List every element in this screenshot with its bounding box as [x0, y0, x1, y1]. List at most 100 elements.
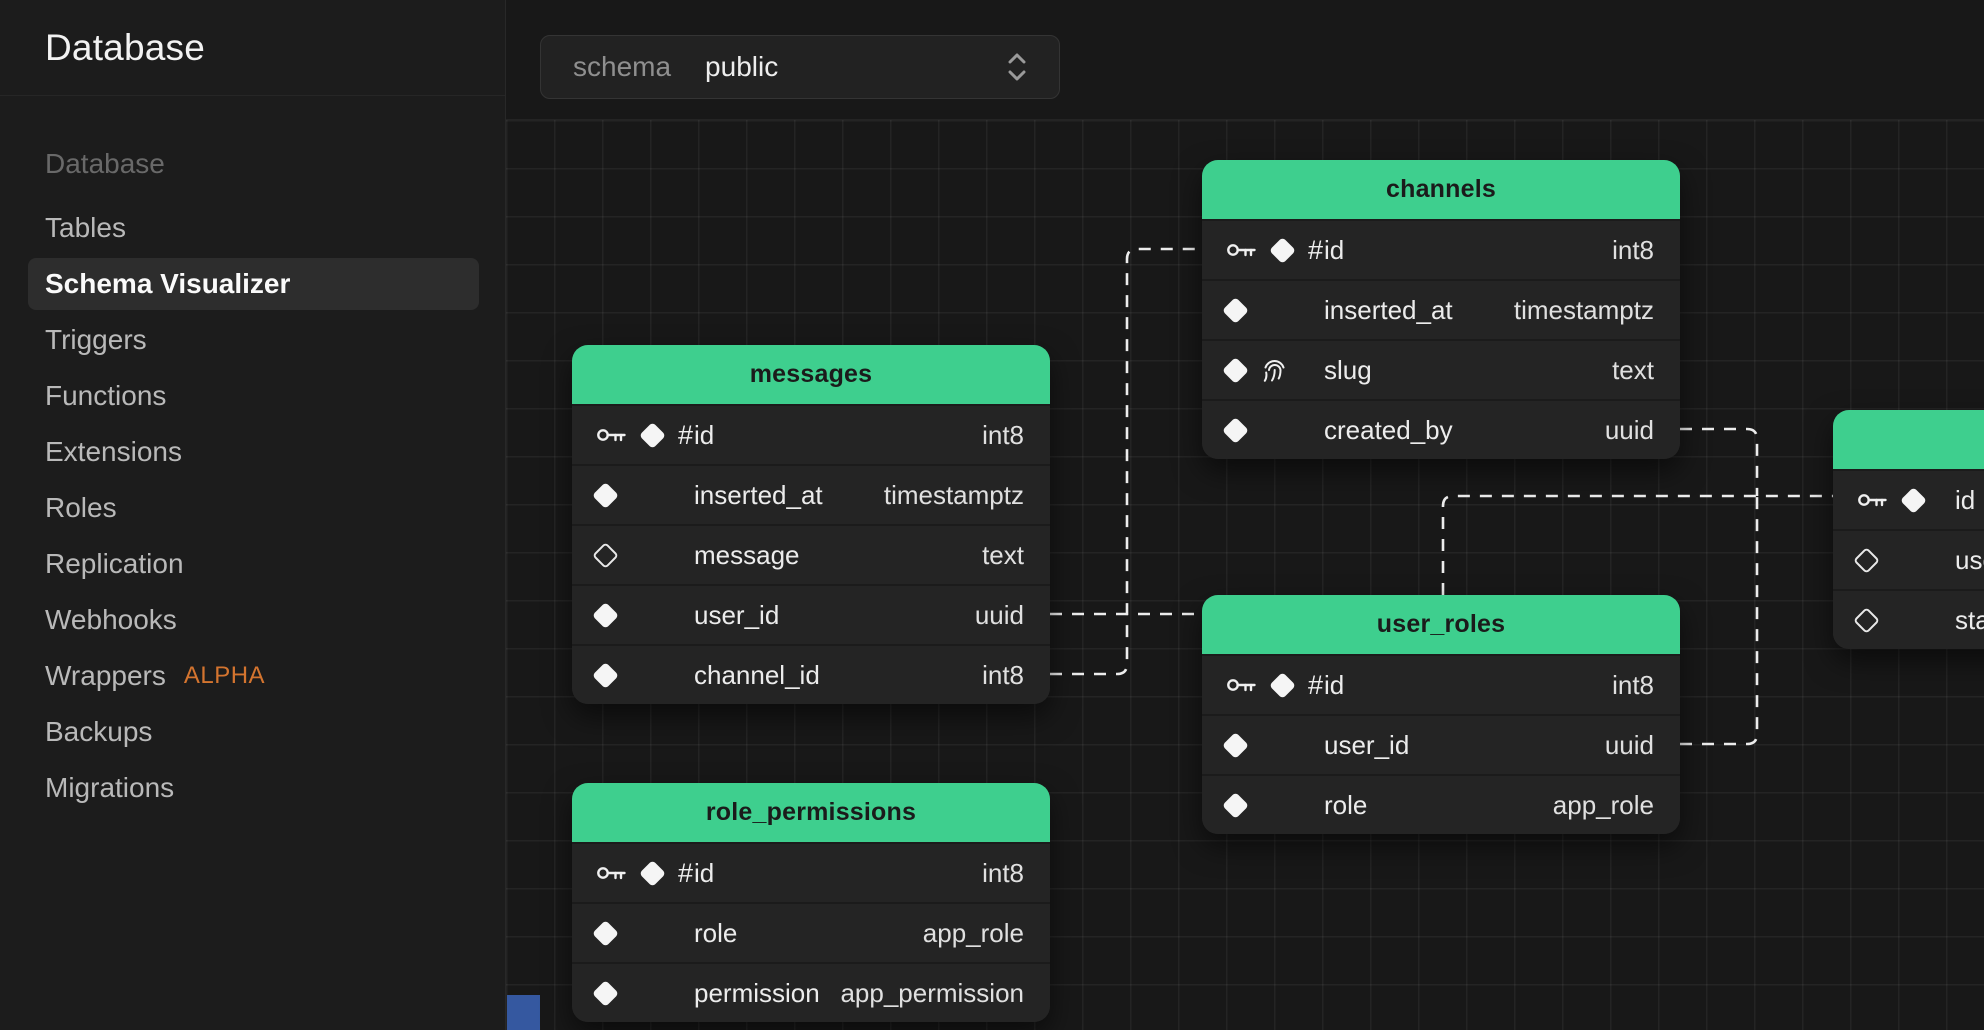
column-icons	[592, 601, 694, 629]
table-node-clipped[interactable]: idusesta	[1833, 410, 1984, 649]
not-null-diamond-icon	[1269, 236, 1296, 264]
not-null-diamond-icon	[1222, 416, 1249, 444]
sidebar-item-roles[interactable]: Roles	[0, 480, 505, 536]
not-null-diamond-icon	[1222, 296, 1249, 324]
table-column-row: role app_role	[1202, 774, 1680, 834]
sidebar-item-label: Schema Visualizer	[45, 268, 291, 299]
alpha-badge: ALPHA	[183, 662, 266, 689]
nullable-diamond-icon	[592, 541, 619, 569]
column-name: role	[694, 917, 738, 948]
table-node-title: channels	[1202, 160, 1680, 219]
column-icons	[1222, 296, 1324, 324]
sidebar-item-label: Tables	[45, 212, 126, 243]
column-type: uuid	[1604, 729, 1654, 760]
column-icons	[592, 481, 694, 509]
unique-fingerprint-icon	[1261, 357, 1288, 384]
sidebar-item-functions[interactable]: Functions	[0, 368, 505, 424]
column-name: permission	[694, 977, 820, 1008]
sidebar-item-replication[interactable]: Replication	[0, 536, 505, 592]
column-name: id	[694, 857, 715, 888]
column-icons	[592, 979, 694, 1007]
sidebar-item-label: Extensions	[45, 436, 182, 467]
column-name: slug	[1324, 354, 1372, 385]
table-node-title	[1833, 410, 1984, 469]
schema-select[interactable]: schema public	[540, 35, 1060, 99]
column-icons	[1222, 731, 1324, 759]
sidebar-item-database[interactable]: Database	[0, 136, 505, 192]
column-icons	[1853, 546, 1955, 574]
column-type: text	[1612, 354, 1654, 385]
column-name: id	[1324, 669, 1345, 700]
canvas-toolbar: schema public	[506, 0, 1984, 120]
not-null-diamond-icon	[592, 481, 619, 509]
sidebar-item-extensions[interactable]: Extensions	[0, 424, 505, 480]
sidebar-item-tables[interactable]: Tables	[0, 200, 505, 256]
sidebar-item-migrations[interactable]: Migrations	[0, 760, 505, 816]
table-node-title: messages	[572, 345, 1050, 404]
table-column-row: user_id uuid	[1202, 714, 1680, 774]
sidebar-item-webhooks[interactable]: Webhooks	[0, 592, 505, 648]
not-null-diamond-icon	[1269, 671, 1296, 699]
sidebar-item-label: Replication	[45, 548, 184, 579]
column-icons	[1853, 606, 1955, 634]
column-icons: #	[596, 419, 694, 450]
column-type: app_role	[1552, 789, 1654, 820]
column-name: inserted_at	[1324, 294, 1453, 325]
sidebar-item-triggers[interactable]: Triggers	[0, 312, 505, 368]
column-icons	[592, 661, 694, 689]
not-null-diamond-icon	[1900, 486, 1927, 514]
table-column-row: id	[1833, 469, 1984, 529]
column-name: role	[1324, 789, 1368, 820]
table-column-row: role app_role	[572, 902, 1050, 962]
sidebar-header: Database	[0, 0, 505, 96]
table-node-title: user_roles	[1202, 595, 1680, 654]
not-null-diamond-icon	[592, 601, 619, 629]
column-type: timestamptz	[1513, 294, 1654, 325]
column-type: int8	[982, 419, 1024, 450]
identity-hash-icon: #	[678, 419, 694, 450]
column-name: inserted_at	[694, 479, 823, 510]
column-type: int8	[1612, 669, 1654, 700]
column-icons	[1222, 791, 1324, 819]
identity-hash-icon: #	[678, 857, 694, 888]
sidebar-item-label: Backups	[45, 716, 153, 747]
primary-key-icon	[1226, 240, 1257, 260]
sidebar-item-label: Migrations	[45, 772, 175, 803]
column-name: created_by	[1324, 414, 1453, 445]
column-icons	[1222, 416, 1324, 444]
column-name: user_id	[1324, 729, 1410, 760]
not-null-diamond-icon	[592, 661, 619, 689]
column-type: app_permission	[840, 977, 1024, 1008]
nullable-diamond-icon	[1853, 546, 1880, 574]
not-null-diamond-icon	[639, 859, 666, 887]
column-type: uuid	[1604, 414, 1654, 445]
not-null-diamond-icon	[592, 979, 619, 1007]
not-null-diamond-icon	[1222, 731, 1249, 759]
sidebar-item-schema-visualizer[interactable]: Schema Visualizer	[0, 256, 505, 312]
column-type: int8	[982, 659, 1024, 690]
column-type: app_role	[922, 917, 1024, 948]
table-node-title: role_permissions	[572, 783, 1050, 842]
primary-key-icon	[1857, 490, 1888, 510]
sidebar-item-label: Webhooks	[45, 604, 177, 635]
column-icons	[1222, 356, 1324, 384]
table-column-row: sta	[1833, 589, 1984, 649]
column-icons	[1857, 486, 1955, 514]
sidebar-item-backups[interactable]: Backups	[0, 704, 505, 760]
table-column-row: permission app_permission	[572, 962, 1050, 1022]
not-null-diamond-icon	[639, 421, 666, 449]
column-name: user_id	[694, 599, 780, 630]
column-name: id	[1324, 234, 1345, 265]
